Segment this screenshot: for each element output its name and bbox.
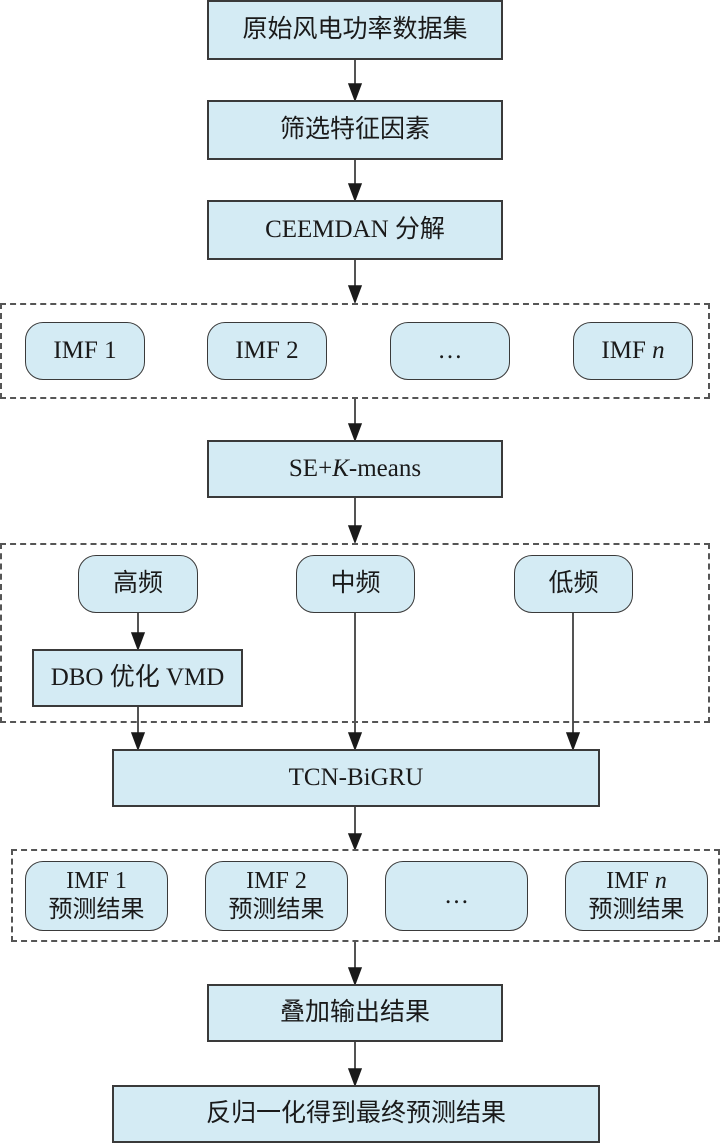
prediction-item: IMF 1 预测结果 — [25, 861, 168, 931]
imf-item-ellipsis: … — [390, 322, 510, 380]
tcn-bigru-label: TCN-BiGRU — [288, 763, 424, 791]
imf-item-label: IMF n — [601, 336, 665, 364]
frequency-group — [0, 543, 710, 723]
high-frequency-node: 高频 — [78, 555, 198, 613]
se-kmeans-label: SE+K-means — [288, 454, 422, 482]
se-kmeans-box: SE+K-means — [207, 440, 503, 498]
prediction-item: IMF 2 预测结果 — [205, 861, 348, 931]
superpose-box: 叠加输出结果 — [207, 984, 503, 1042]
final-result-label: 反归一化得到最终预测结果 — [205, 1099, 506, 1127]
imf-item-label: IMF 2 — [235, 336, 299, 364]
ceemdan-label: CEEMDAN 分解 — [265, 215, 445, 243]
superpose-label: 叠加输出结果 — [279, 998, 430, 1026]
prediction-result-label: 预测结果 — [588, 897, 685, 923]
prediction-imf-label: IMF n — [606, 868, 667, 895]
prediction-result-label: 预测结果 — [228, 897, 325, 923]
dbo-vmd-box: DBO 优化 VMD — [32, 649, 243, 707]
prediction-item-ellipsis: … — [385, 861, 528, 931]
prediction-group — [11, 849, 720, 942]
imf-item-label: IMF 1 — [53, 336, 117, 364]
prediction-imf-label: IMF 1 — [66, 868, 127, 895]
raw-data-label: 原始风电功率数据集 — [242, 15, 468, 43]
prediction-item: IMF n 预测结果 — [565, 861, 708, 931]
mid-frequency-node: 中频 — [296, 555, 415, 613]
prediction-result-label: 预测结果 — [48, 897, 145, 923]
tcn-bigru-box: TCN-BiGRU — [112, 749, 600, 807]
ceemdan-box: CEEMDAN 分解 — [207, 200, 503, 260]
raw-data-box: 原始风电功率数据集 — [207, 0, 503, 60]
imf-item: IMF n — [573, 322, 693, 380]
dbo-vmd-label: DBO 优化 VMD — [50, 663, 225, 691]
low-frequency-node: 低频 — [514, 555, 633, 613]
feature-select-box: 筛选特征因素 — [207, 100, 503, 160]
prediction-imf-label: IMF 2 — [246, 868, 307, 895]
high-frequency-label: 高频 — [112, 569, 163, 597]
final-result-box: 反归一化得到最终预测结果 — [112, 1085, 600, 1143]
imf-group — [0, 303, 710, 399]
imf-item: IMF 2 — [207, 322, 327, 380]
prediction-ellipsis-label: … — [444, 881, 469, 909]
imf-item-label: … — [437, 336, 463, 364]
imf-item: IMF 1 — [25, 322, 145, 380]
low-frequency-label: 低频 — [548, 569, 599, 597]
mid-frequency-label: 中频 — [330, 569, 381, 597]
feature-select-label: 筛选特征因素 — [279, 115, 430, 143]
